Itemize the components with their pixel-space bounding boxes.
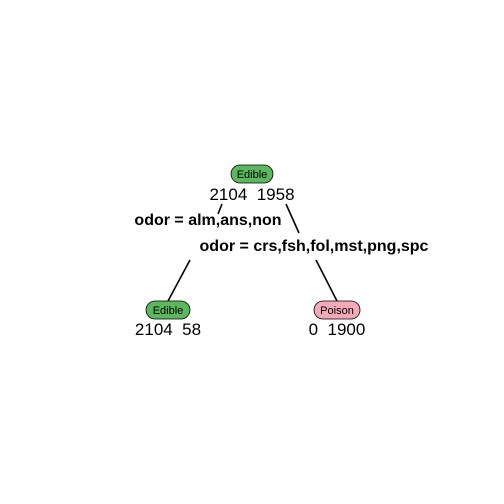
right-leaf-node: Poison xyxy=(313,300,361,320)
root-node-label: Edible xyxy=(237,169,268,181)
root-node-box xyxy=(230,164,274,184)
edge-to-left-leaf xyxy=(167,259,191,302)
right-leaf-label: Poison xyxy=(320,305,354,317)
edge-root-right-upper xyxy=(285,203,300,234)
split-left-rule: odor = alm,ans,non xyxy=(134,212,281,229)
left-leaf-node: Edible xyxy=(145,300,191,320)
left-leaf-label: Edible xyxy=(153,305,184,317)
root-node-counts: 2104 1958 xyxy=(209,185,294,204)
right-leaf-counts: 0 1900 xyxy=(309,320,366,339)
right-leaf-box xyxy=(313,300,361,320)
left-leaf-box xyxy=(145,300,191,320)
edge-to-right-leaf xyxy=(315,259,338,302)
left-leaf-counts: 2104 58 xyxy=(135,320,201,339)
root-node: Edible xyxy=(230,164,274,184)
split-right-rule: odor = crs,fsh,fol,mst,png,spc xyxy=(200,238,429,255)
edge-root-left-upper xyxy=(217,203,223,215)
